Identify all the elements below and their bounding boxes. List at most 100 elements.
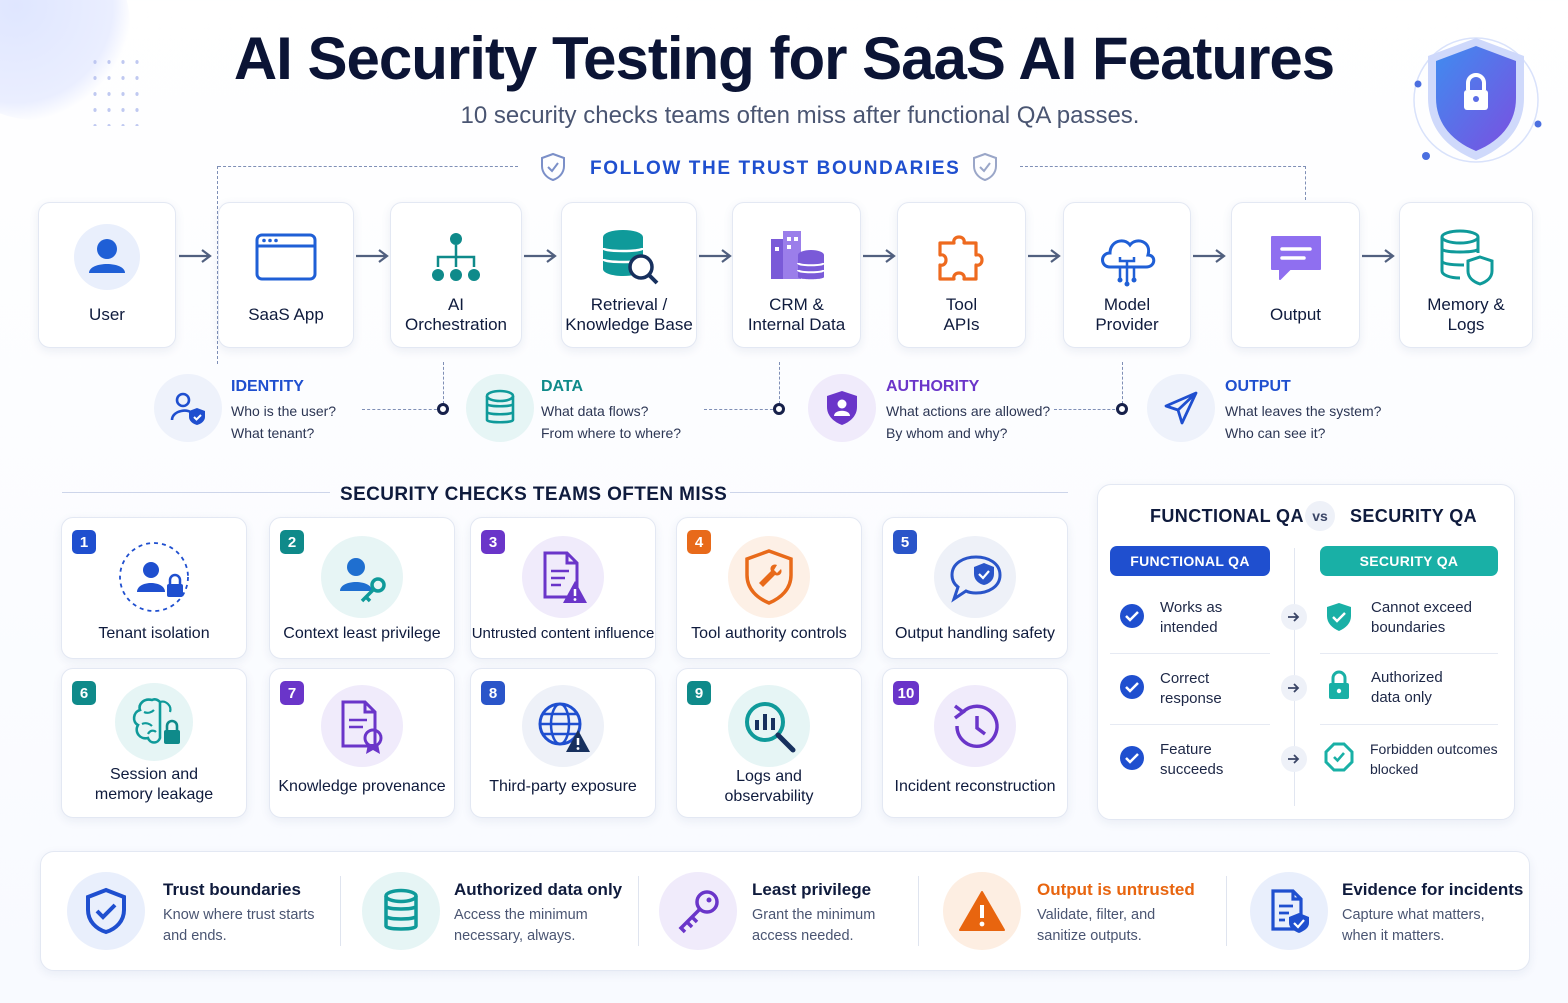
arrow-right-icon [524,249,557,263]
history-clock-icon [934,685,1016,767]
flow-label: SaaS App [248,305,324,324]
boundary-question: What leaves the system? [1225,403,1382,419]
strip-divider [918,876,919,946]
check-label-line2: observability [724,788,814,805]
flow-label-line1: Model [1103,295,1151,314]
functional-qa-pill: FUNCTIONAL QA [1110,546,1270,576]
padlock-icon [1329,670,1349,699]
check-number: 1 [72,530,96,554]
document-certificate-icon [321,685,403,767]
criterion-line1: Forbidden outcomes [1370,741,1498,757]
boundary-title: OUTPUT [1225,378,1291,396]
shield-lock-icon [1413,37,1542,163]
check-number: 9 [687,681,711,705]
shield-check-icon [541,152,565,182]
principle-title-text: Output is untrusted [1037,880,1195,899]
boundary-connector-v [443,362,444,404]
criterion-line2: succeeds [1160,761,1224,778]
principle-desc: access needed. [752,928,854,944]
flow-card-output: Output [1231,202,1360,348]
principle-desc: when it matters. [1342,928,1445,944]
principle-desc: Validate, filter, and [1037,907,1156,923]
principle-title-text: Authorized data only [454,880,623,899]
check-circle-icon [1120,746,1144,770]
key-icon [659,872,737,950]
section-divider [62,492,330,493]
paper-plane-icon [1147,374,1215,442]
user-icon [69,219,145,295]
flow-card-user: User [38,202,176,348]
check-card-tenant-isolation: 1 Tenant isolation [61,517,247,659]
check-circle-icon [1120,675,1144,699]
check-card-context-least-privilege: 2 Context least privilege [269,517,455,659]
chat-shield-icon [934,536,1016,618]
boundary-title-text: OUTPUT [1225,378,1291,395]
check-number: 6 [72,681,96,705]
check-number: 7 [280,681,304,705]
boundary-node [1116,403,1128,415]
flow-card-saas-app: SaaS App [218,202,354,348]
functional-qa-heading: FUNCTIONAL QA [1150,506,1304,526]
boundary-connector [1054,409,1120,410]
check-card-untrusted-content: 3 Untrusted content influence [470,517,656,659]
boundary-question: What tenant? [231,425,315,441]
arrow-right-icon [1362,249,1395,263]
row-divider [1110,724,1270,725]
browser-window-icon [248,219,324,295]
flow-card-memory-logs: Memory &Logs [1399,202,1533,348]
check-card-incident-reconstruction: 10 Incident reconstruction [882,668,1068,818]
section-title: SECURITY CHECKS TEAMS OFTEN MISS [340,484,728,505]
check-label: Knowledge provenance [278,778,446,795]
check-label: Untrusted content influence [471,625,655,642]
principle-title: Trust boundaries [163,880,301,900]
principle-title-text: Trust boundaries [163,880,301,899]
boundary-connector [704,409,778,410]
flow-label-line2: Logs [1447,315,1485,334]
boundary-question: From where to where? [541,425,682,441]
vs-badge: vs [1305,501,1335,531]
criterion-line1: Feature [1160,741,1212,758]
decorative-dot-grid [88,54,144,126]
boundary-question: What actions are allowed? [886,403,1051,419]
tenant-lock-icon [113,536,195,618]
criterion-line2: response [1160,690,1222,707]
check-card-tool-authority: 4 Tool authority controls [676,517,862,659]
check-card-third-party: 8 Third-party exposure [470,668,656,818]
security-qa-pill: SECURITY QA [1320,546,1498,576]
principle-title-text: Evidence for incidents [1342,880,1524,899]
database-icon [466,374,534,442]
check-label: Logs and observability [677,767,861,807]
row-divider [1320,653,1498,654]
check-number: 5 [893,530,917,554]
boundary-node [437,403,449,415]
cloud-network-icon [1089,219,1165,295]
check-label: Incident reconstruction [894,778,1056,795]
strip-divider [340,876,341,946]
check-label-line1: Logs and [736,768,802,785]
check-label: Third-party exposure [489,778,637,795]
criterion-line2: intended [1160,619,1218,636]
flow-card-retrieval: Retrieval /Knowledge Base [561,202,697,348]
user-key-icon [321,536,403,618]
flow-label-line2: Orchestration [404,315,508,334]
boundary-title: AUTHORITY [886,378,979,396]
brain-lock-icon [115,683,193,761]
flow-label-line2: Provider [1095,315,1159,334]
user-shield-icon [154,374,222,442]
flow-card-crm: CRM &Internal Data [732,202,861,348]
principle-desc: Capture what matters, [1342,907,1485,923]
boundary-title: IDENTITY [231,378,304,396]
boundary-title-text: IDENTITY [231,378,304,395]
page-subtitle: 10 security checks teams often miss afte… [460,102,1140,129]
boundary-title-text: AUTHORITY [886,378,980,395]
database-icon [362,872,440,950]
flow-label-line1: AI [447,295,465,314]
flow-label-line1: Retrieval / [590,295,668,314]
principle-desc: Know where trust starts [163,907,315,923]
strip-divider [1226,876,1227,946]
